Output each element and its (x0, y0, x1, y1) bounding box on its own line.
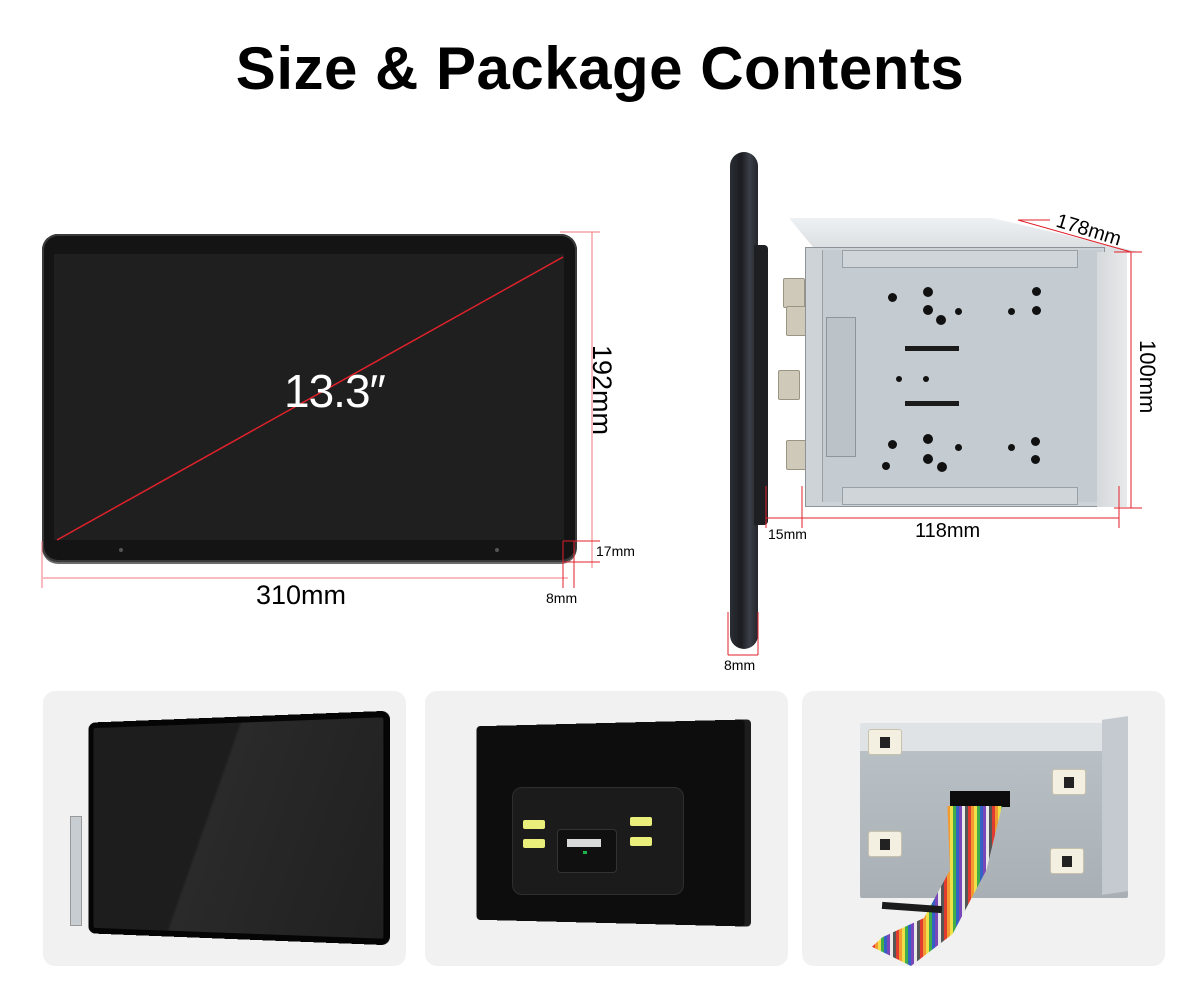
width-dimension-label: 310mm (256, 580, 347, 610)
panel-thickness-label: 8mm (724, 657, 756, 673)
chassis-slot (905, 401, 959, 406)
mount-bracket (70, 816, 82, 926)
mount-connector (778, 370, 800, 400)
gallery-card-chassis-cable (802, 691, 1165, 966)
diagonal-size-label: 13.3″ (284, 365, 386, 417)
mount-clip (523, 820, 545, 829)
mount-connector (1052, 769, 1086, 795)
chassis-hole (923, 376, 929, 382)
chassis-height-label: 100mm (1135, 340, 1160, 414)
display-panel-edge (730, 152, 758, 649)
chassis-hole (888, 293, 897, 302)
chassis-hole (923, 454, 933, 464)
page-title: Size & Package Contents (235, 35, 965, 102)
chassis-hole (937, 462, 947, 472)
status-led (583, 851, 587, 854)
corner-dimension-label: 8mm (546, 590, 578, 606)
chassis-hole (923, 287, 933, 297)
chassis-hole (1008, 444, 1015, 451)
mount-clip (630, 837, 652, 846)
gallery-card-monitor-front (43, 691, 406, 966)
chassis-hole (1031, 437, 1040, 446)
chassis-hole (896, 376, 902, 382)
panel-back-bulge (754, 245, 768, 525)
side-dimension-lines (727, 219, 1142, 656)
mount-clip (630, 817, 652, 826)
diagonal-line (41, 231, 600, 588)
ribbon-port-insert (567, 839, 601, 847)
chassis-hole (923, 434, 933, 444)
mount-connector (868, 831, 902, 857)
gallery-card-monitor-back (425, 691, 788, 966)
spacer-dimension-label: 15mm (768, 526, 807, 542)
chassis-hole (1031, 455, 1040, 464)
chassis-hole (1008, 308, 1015, 315)
chassis-bracket (826, 317, 856, 457)
chassis-side-plate (822, 250, 1102, 502)
chassis-hole (882, 462, 890, 470)
chassis-side (1102, 716, 1128, 895)
chassis-hole (955, 308, 962, 315)
chassis-end-cap (1097, 252, 1127, 507)
chassis-slot (905, 346, 959, 351)
chassis-hole (955, 444, 962, 451)
chassis-length-label: 118mm (915, 520, 981, 542)
ribbon-port (557, 829, 617, 873)
chassis-hole (1032, 287, 1041, 296)
monitor-screen (54, 254, 564, 540)
chassis-top-rail (842, 250, 1078, 268)
monitor-angled-image (88, 710, 390, 946)
chassis-hole (923, 305, 933, 315)
sensor-dot (495, 548, 499, 552)
mount-connector (1050, 848, 1084, 874)
chassis-hole (1032, 306, 1041, 315)
chassis-hole (936, 315, 946, 325)
mount-clip (523, 839, 545, 848)
ribbon-slot (950, 791, 1010, 807)
sensor-dot (119, 548, 123, 552)
chassis-hole (888, 440, 897, 449)
chassis-bottom-rail (842, 487, 1078, 505)
mount-connector (868, 729, 902, 755)
bezel-dimension-label: 17mm (596, 543, 635, 559)
